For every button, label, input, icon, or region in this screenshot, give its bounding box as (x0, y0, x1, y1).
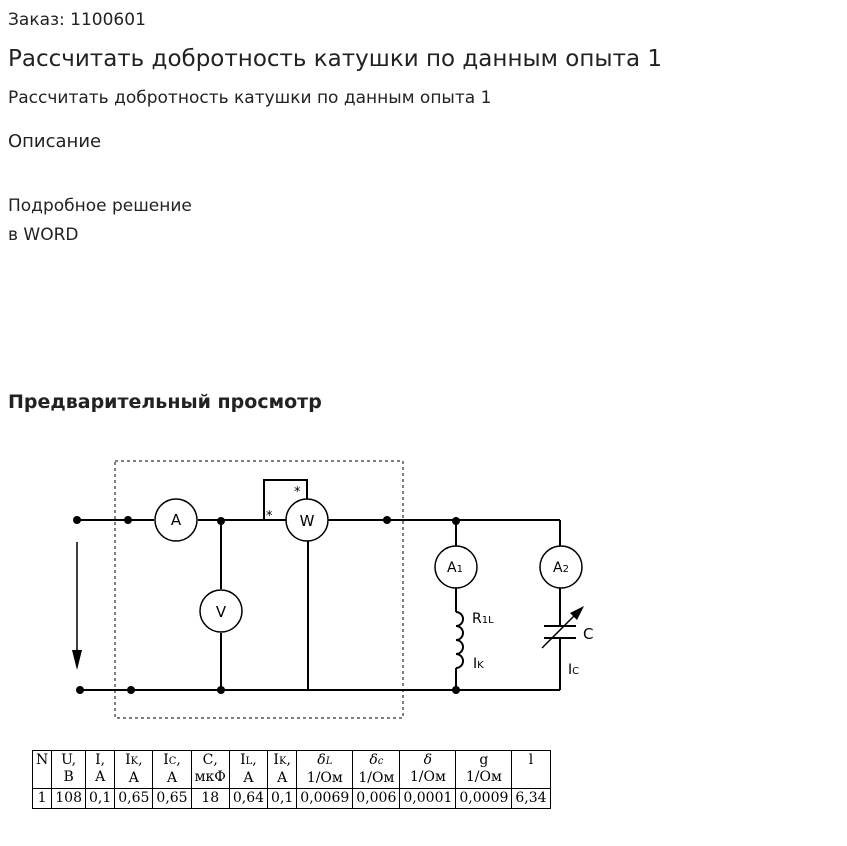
circuit-diagram: A W V A1 A2 * * R1L IK C IC (72, 460, 593, 719)
junction-dot (127, 686, 135, 694)
capacitor-arrow-head (570, 606, 584, 620)
resistor-label: R1L (472, 611, 494, 627)
description-line: в WORD (8, 225, 79, 245)
table-cell: 0,0001 (399, 788, 457, 809)
table-cell: 0,1 (84, 788, 116, 809)
table-cell: 0,0069 (296, 788, 354, 809)
junction-dot (73, 516, 81, 524)
measurement-box (114, 460, 404, 719)
preview-heading: Предварительный просмотр (8, 391, 322, 413)
junction-dot (452, 686, 460, 694)
page-subtitle: Рассчитать добротность катушки по данным… (8, 88, 492, 108)
junction-dot (383, 516, 391, 524)
table-header-cell: IC,А (152, 750, 192, 789)
cap-current-label: IC (568, 662, 579, 678)
ammeter-label: A (171, 511, 182, 529)
junction-dot (124, 516, 132, 524)
table-header-cell: IL,А (228, 750, 269, 789)
junction-dot (217, 517, 225, 525)
table-cell: 0,65 (114, 788, 154, 809)
description-line: Подробное решение (8, 196, 192, 216)
capacitor-label: C (583, 625, 593, 643)
ammeter-symbol (154, 498, 198, 542)
junction-dot (452, 517, 460, 525)
table-header-cell: U,В (51, 750, 86, 789)
voltmeter-symbol (199, 589, 243, 633)
table-cell: 0,006 (352, 788, 401, 809)
wattmeter-label: W (300, 512, 315, 530)
star-mark: * (294, 485, 301, 500)
star-mark: * (266, 509, 273, 524)
table-header-cell: IK,А (267, 750, 298, 789)
voltage-arrow-head (72, 650, 82, 670)
ammeter1-symbol (434, 545, 478, 589)
ammeter2-symbol (539, 545, 583, 589)
ammeter1-label: A1 (447, 560, 463, 576)
page-title: Рассчитать добротность катушки по данным… (8, 46, 663, 72)
table-cell: 0,65 (152, 788, 192, 809)
table-cell: 0,1 (267, 788, 298, 809)
junction-dot (217, 686, 225, 694)
table-header-cell: l (511, 750, 551, 789)
description-body: Подробное решение в WORD (8, 192, 192, 250)
table-cell: 0,0009 (455, 788, 513, 809)
table-header-cell: С,мкФ (190, 750, 230, 789)
voltmeter-label: V (216, 603, 227, 621)
table-cell: 6,34 (511, 788, 551, 809)
junction-dot (76, 686, 84, 694)
table-cell: 108 (51, 788, 86, 809)
ammeter2-label: A2 (553, 560, 569, 576)
coil-current-label: IK (473, 656, 484, 672)
wattmeter-symbol (285, 498, 329, 542)
table-header-cell: I,А (84, 750, 116, 789)
table-cell: 0,64 (228, 788, 269, 809)
inductor (455, 611, 464, 669)
table-cell: 18 (190, 788, 230, 809)
table-header-cell: IK,А (114, 750, 154, 789)
table-cell: 1 (31, 788, 53, 809)
description-heading: Описание (8, 131, 102, 152)
order-number: Заказ: 1100601 (8, 10, 146, 30)
table-header-cell: N (31, 750, 53, 789)
